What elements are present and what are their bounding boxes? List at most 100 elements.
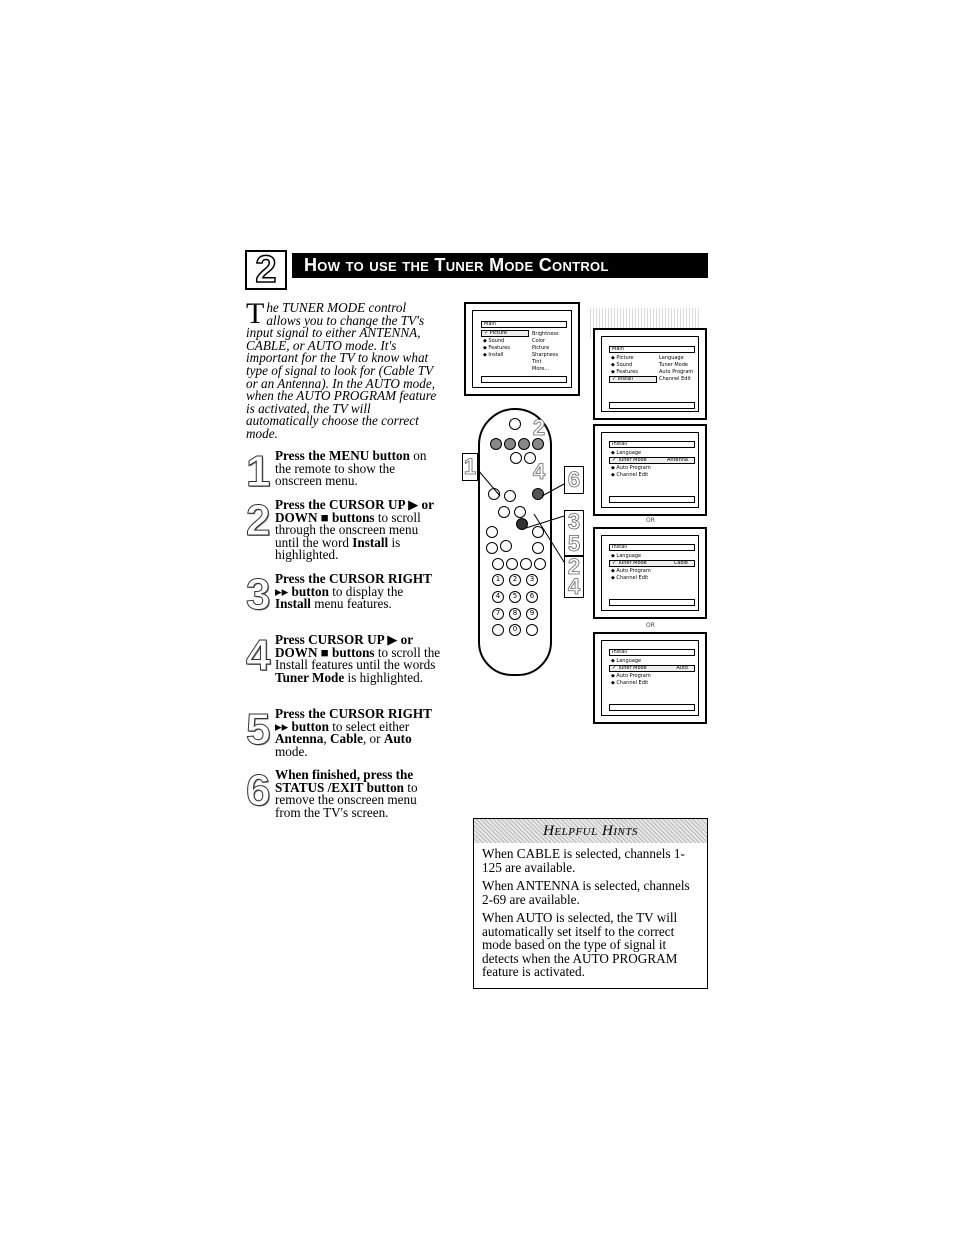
submenu-item: Picture [532, 345, 550, 351]
submenu-item: Tint [532, 359, 542, 365]
callout-step-number: 4 [532, 459, 546, 485]
menu-footer-bar [609, 402, 695, 409]
cursor-right-button-icon [514, 506, 526, 518]
menu-title-bar: Install [609, 649, 695, 656]
submenu-item: Channel Edit [659, 376, 691, 382]
section-title: How to use the Tuner Mode Control [292, 253, 708, 278]
step-emphasis: Press the CURSOR RIGHT ▸▸ button [275, 706, 432, 734]
channel-up-button-icon [532, 526, 544, 538]
tv-screen-main-menu: Main ✓ Picture ◆ Sound ◆ Features ◆ Inst… [464, 302, 580, 396]
cursor-up-button-icon [504, 490, 516, 502]
menu-item: ◆ Channel Edit [611, 575, 649, 581]
callout-step-number: 2 [532, 415, 546, 441]
remote-control-illustration: 1 2 3 4 5 6 7 8 9 0 [478, 408, 552, 676]
menu-item: ◆ Auto Program [611, 568, 651, 574]
menu-item: ◆ Sound [611, 362, 633, 368]
step-number: 3 [246, 570, 271, 619]
remote-button-icon [504, 438, 516, 450]
submenu-item: More... [532, 366, 550, 372]
remote-button-icon [510, 452, 522, 464]
step-body: is highlighted. [275, 534, 401, 563]
remote-button-icon [526, 624, 538, 636]
tuner-mode-value: Auto [676, 665, 688, 671]
callout-step-number: 1 [462, 453, 478, 481]
step-emphasis: Press the MENU button [275, 448, 410, 463]
step-number: 5 [246, 705, 271, 754]
callout-step-number: 4 [567, 574, 581, 599]
helpful-hints-box: Helpful Hints When CABLE is selected, ch… [473, 818, 708, 989]
step-text: Press the CURSOR RIGHT ▸▸ button to sele… [275, 706, 441, 758]
menu-item-label: ✓ Tuner Mode [612, 665, 647, 671]
step-number: 2 [246, 496, 271, 545]
keypad-button: 5 [509, 591, 521, 603]
or-label: OR [646, 622, 655, 629]
keypad-button: 4 [492, 591, 504, 603]
menu-title-bar: Main [481, 321, 567, 328]
menu-item: ◆ Features [483, 345, 510, 351]
callout-step-number: 6 [564, 466, 584, 494]
step-body: to scroll the Install features until the… [275, 644, 441, 673]
step-text: Press the CURSOR RIGHT ▸▸ button to disp… [275, 572, 441, 612]
step-emphasis: Press CURSOR UP ▶ or DOWN ■ buttons [275, 632, 413, 660]
menu-item: ◆ Picture [611, 355, 634, 361]
submenu-item: Brightness [532, 331, 559, 337]
remote-button-icon [524, 452, 536, 464]
menu-item: ◆ Auto Program [611, 465, 651, 471]
hint-antenna: When ANTENNA is selected, channels 2-69 … [482, 878, 690, 907]
step-text: Press CURSOR UP ▶ or DOWN ■ buttons to s… [275, 632, 441, 685]
step-body: to display the [328, 583, 404, 599]
step-emphasis: Antenna [275, 731, 324, 747]
remote-button-icon [518, 438, 530, 450]
tv-screen-install-auto: Install ◆ Language ✓ Tuner Mode Auto ◆ Au… [593, 632, 707, 724]
menu-item-highlight: ✓ Tuner Mode Auto [609, 665, 695, 672]
step-text: When finished, press the STATUS /EXIT bu… [275, 768, 441, 819]
intro-text: he TUNER MODE control allows you to chan… [246, 300, 437, 441]
menu-item: ◆ Auto Program [611, 673, 651, 679]
step-body: on the remote to show the onscreen menu. [275, 448, 427, 489]
step-body: , [323, 731, 330, 747]
mute-button-icon [500, 540, 512, 552]
volume-up-button-icon [486, 526, 498, 538]
keypad-button: 0 [509, 624, 521, 636]
callout-step-number: 2 [567, 554, 581, 579]
step-number: 4 [246, 631, 271, 680]
menu-item: ◆ Language [611, 658, 642, 664]
keypad-button: 2 [509, 574, 521, 586]
menu-item: ◆ Install [483, 352, 504, 358]
power-button-icon [509, 418, 521, 430]
menu-item: ◆ Sound [483, 338, 505, 344]
submenu-item: Auto Program [659, 369, 694, 375]
keypad-button: 9 [526, 608, 538, 620]
menu-footer-bar [609, 704, 695, 711]
step-text: Press the CURSOR UP ▶ or DOWN ■ buttons … [275, 497, 441, 563]
step-emphasis: Tuner Mode [275, 669, 345, 685]
menu-title-bar: Install [609, 544, 695, 551]
step-emphasis: Auto [383, 731, 412, 747]
remote-button-icon [534, 558, 546, 570]
step-body: menu features. [310, 596, 392, 612]
hint-auto: When AUTO is selected, the TV will autom… [482, 910, 678, 980]
step-body: to scroll through the onscreen menu unti… [275, 509, 421, 550]
keypad-button: 6 [526, 591, 538, 603]
step-number: 1 [246, 447, 271, 496]
menu-item-highlight: ✓ Install [609, 376, 657, 383]
step-emphasis: Press the CURSOR UP ▶ or DOWN ■ buttons [275, 497, 434, 525]
step-body: to select either [328, 718, 410, 734]
menu-item: ◆ Channel Edit [611, 680, 649, 686]
menu-footer-bar [609, 496, 695, 503]
step-number: 6 [246, 766, 271, 815]
hint-cable: When CABLE is selected, channels 1-125 a… [482, 846, 685, 875]
step-body: is highlighted. [344, 669, 424, 685]
step-emphasis: Install [275, 596, 311, 612]
remote-button-icon [520, 558, 532, 570]
menu-item-label: ✓ Tuner Mode [612, 560, 647, 566]
menu-item-label: ✓ Tuner Mode [612, 457, 647, 463]
section-number-badge: 2 [245, 250, 287, 290]
submenu-item: Color [532, 338, 546, 344]
